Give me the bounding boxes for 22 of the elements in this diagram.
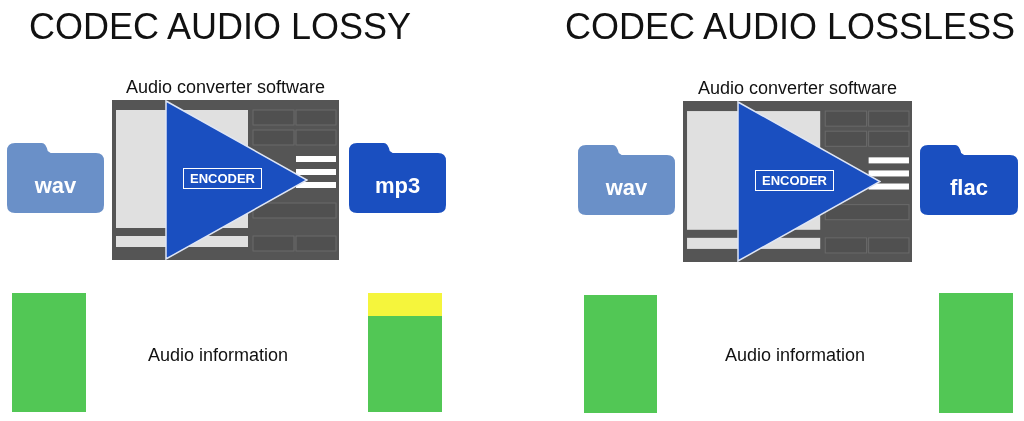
- folder-icon: [578, 145, 675, 215]
- encoder-triangle: [165, 100, 308, 260]
- audio-data-bar: [368, 293, 442, 412]
- caption-text: Audio information: [724, 345, 866, 366]
- file-format-label: wav: [34, 173, 77, 199]
- folder-icon: [7, 143, 104, 213]
- encoder-label: ENCODER: [755, 169, 834, 191]
- audio-data-bar: [939, 293, 1013, 413]
- audio-data-bar: [12, 293, 86, 412]
- audio-data-bar: [584, 295, 657, 413]
- caption-text: Audio information: [147, 345, 289, 366]
- folder-icon: [920, 145, 1018, 215]
- file-format-label: wav: [605, 175, 648, 201]
- encoder-label: ENCODER: [183, 168, 262, 189]
- folder-icon: [349, 143, 446, 213]
- section-title: CODEC AUDIO LOSSLESS: [564, 6, 1016, 48]
- window-heading: Audio converter software: [697, 78, 898, 99]
- file-format-label: flac: [950, 175, 988, 201]
- window-heading: Audio converter software: [125, 77, 326, 98]
- section-title: CODEC AUDIO LOSSY: [28, 6, 412, 48]
- encoder-triangle: [737, 101, 881, 262]
- file-format-label: mp3: [374, 173, 421, 199]
